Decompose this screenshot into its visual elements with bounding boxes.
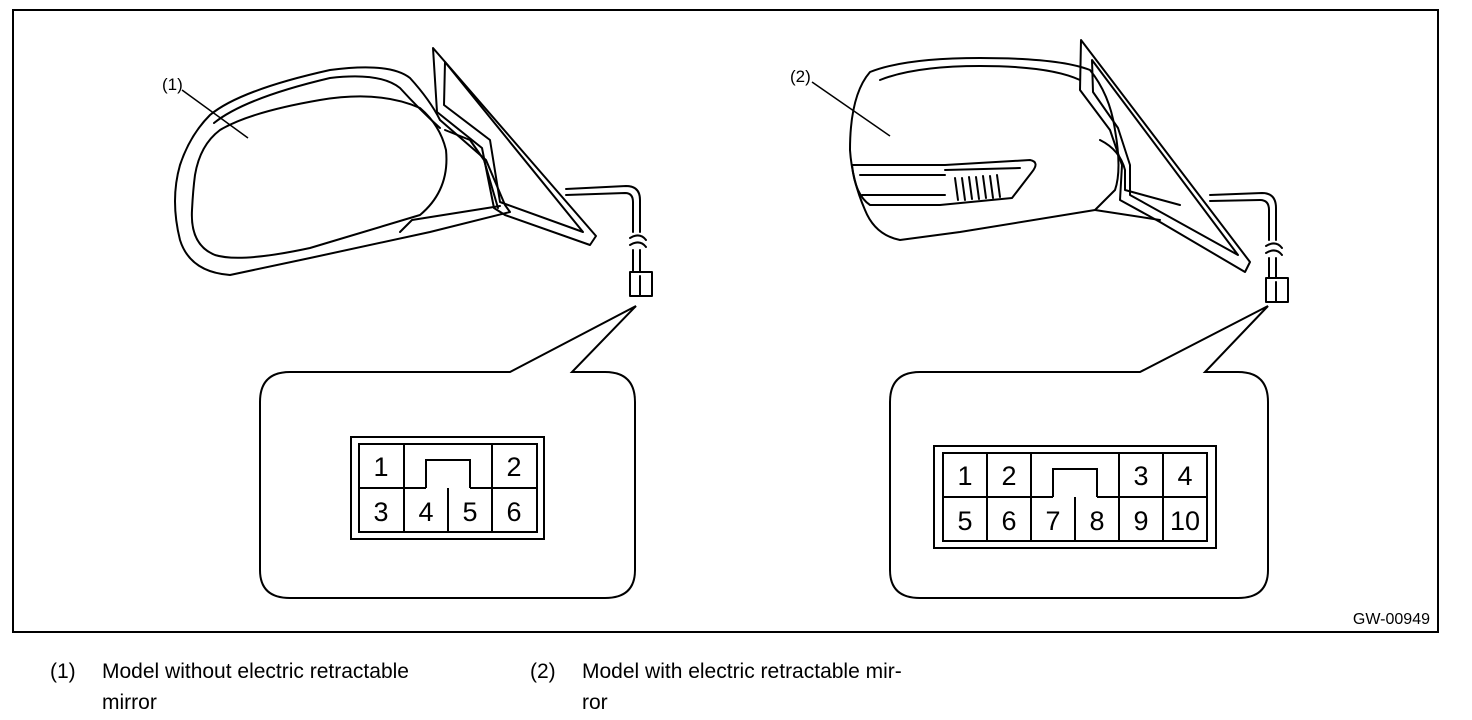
figure-frame xyxy=(12,9,1439,633)
connector-1-pin-6: 6 xyxy=(506,497,521,527)
caption-2-text: Model with electric retractable mir- ror xyxy=(582,656,902,718)
figure-id: GW-00949 xyxy=(1353,611,1430,628)
caption-1-line-1: Model without electric retractable xyxy=(102,660,409,683)
caption-1-text: Model without electric retractable mirro… xyxy=(102,656,409,718)
callout-1-leader xyxy=(181,89,249,139)
callout-1-label: (1) xyxy=(162,75,183,94)
connector-2-pin-3: 3 xyxy=(1133,461,1148,491)
connector-1-pin-4: 4 xyxy=(418,497,433,527)
connector-2-pin-8: 8 xyxy=(1089,506,1104,536)
connector-2-pin-9: 9 xyxy=(1133,506,1148,536)
connector-2-pin-1: 1 xyxy=(957,461,972,491)
connector-1-face xyxy=(350,436,545,540)
connector-2-pin-7: 7 xyxy=(1045,506,1060,536)
connector-2-pin-2: 2 xyxy=(1001,461,1016,491)
caption-1-number: (1) xyxy=(50,660,76,683)
caption-2-line-2: ror xyxy=(582,691,608,714)
connector-1-pin-1: 1 xyxy=(373,452,388,482)
connector-1-pin-2: 2 xyxy=(506,452,521,482)
mirror-1-illustration xyxy=(174,47,653,297)
connector-1-bubble xyxy=(259,305,637,599)
connector-2-pin-5: 5 xyxy=(957,506,972,536)
connector-1-pin-5: 5 xyxy=(462,497,477,527)
caption-1-line-2: mirror xyxy=(102,691,157,714)
caption-2-number: (2) xyxy=(530,660,556,683)
connector-1-pin-3: 3 xyxy=(373,497,388,527)
callout-2-leader xyxy=(811,81,891,137)
caption-2-line-1: Model with electric retractable mir- xyxy=(582,660,902,683)
caption-2: (2) Model with electric retractable mir-… xyxy=(530,656,970,718)
diagram-figure: (1) 1 2 3 4 5 6 xyxy=(12,9,1439,633)
caption-1: (1) Model without electric retractable m… xyxy=(50,656,490,718)
connector-2-pin-4: 4 xyxy=(1177,461,1192,491)
connector-2-pin-6: 6 xyxy=(1001,506,1016,536)
connector-2-pin-10: 10 xyxy=(1170,506,1200,536)
callout-2-label: (2) xyxy=(790,67,811,86)
connector-2-face xyxy=(933,445,1217,549)
mirror-2-illustration xyxy=(849,39,1289,303)
